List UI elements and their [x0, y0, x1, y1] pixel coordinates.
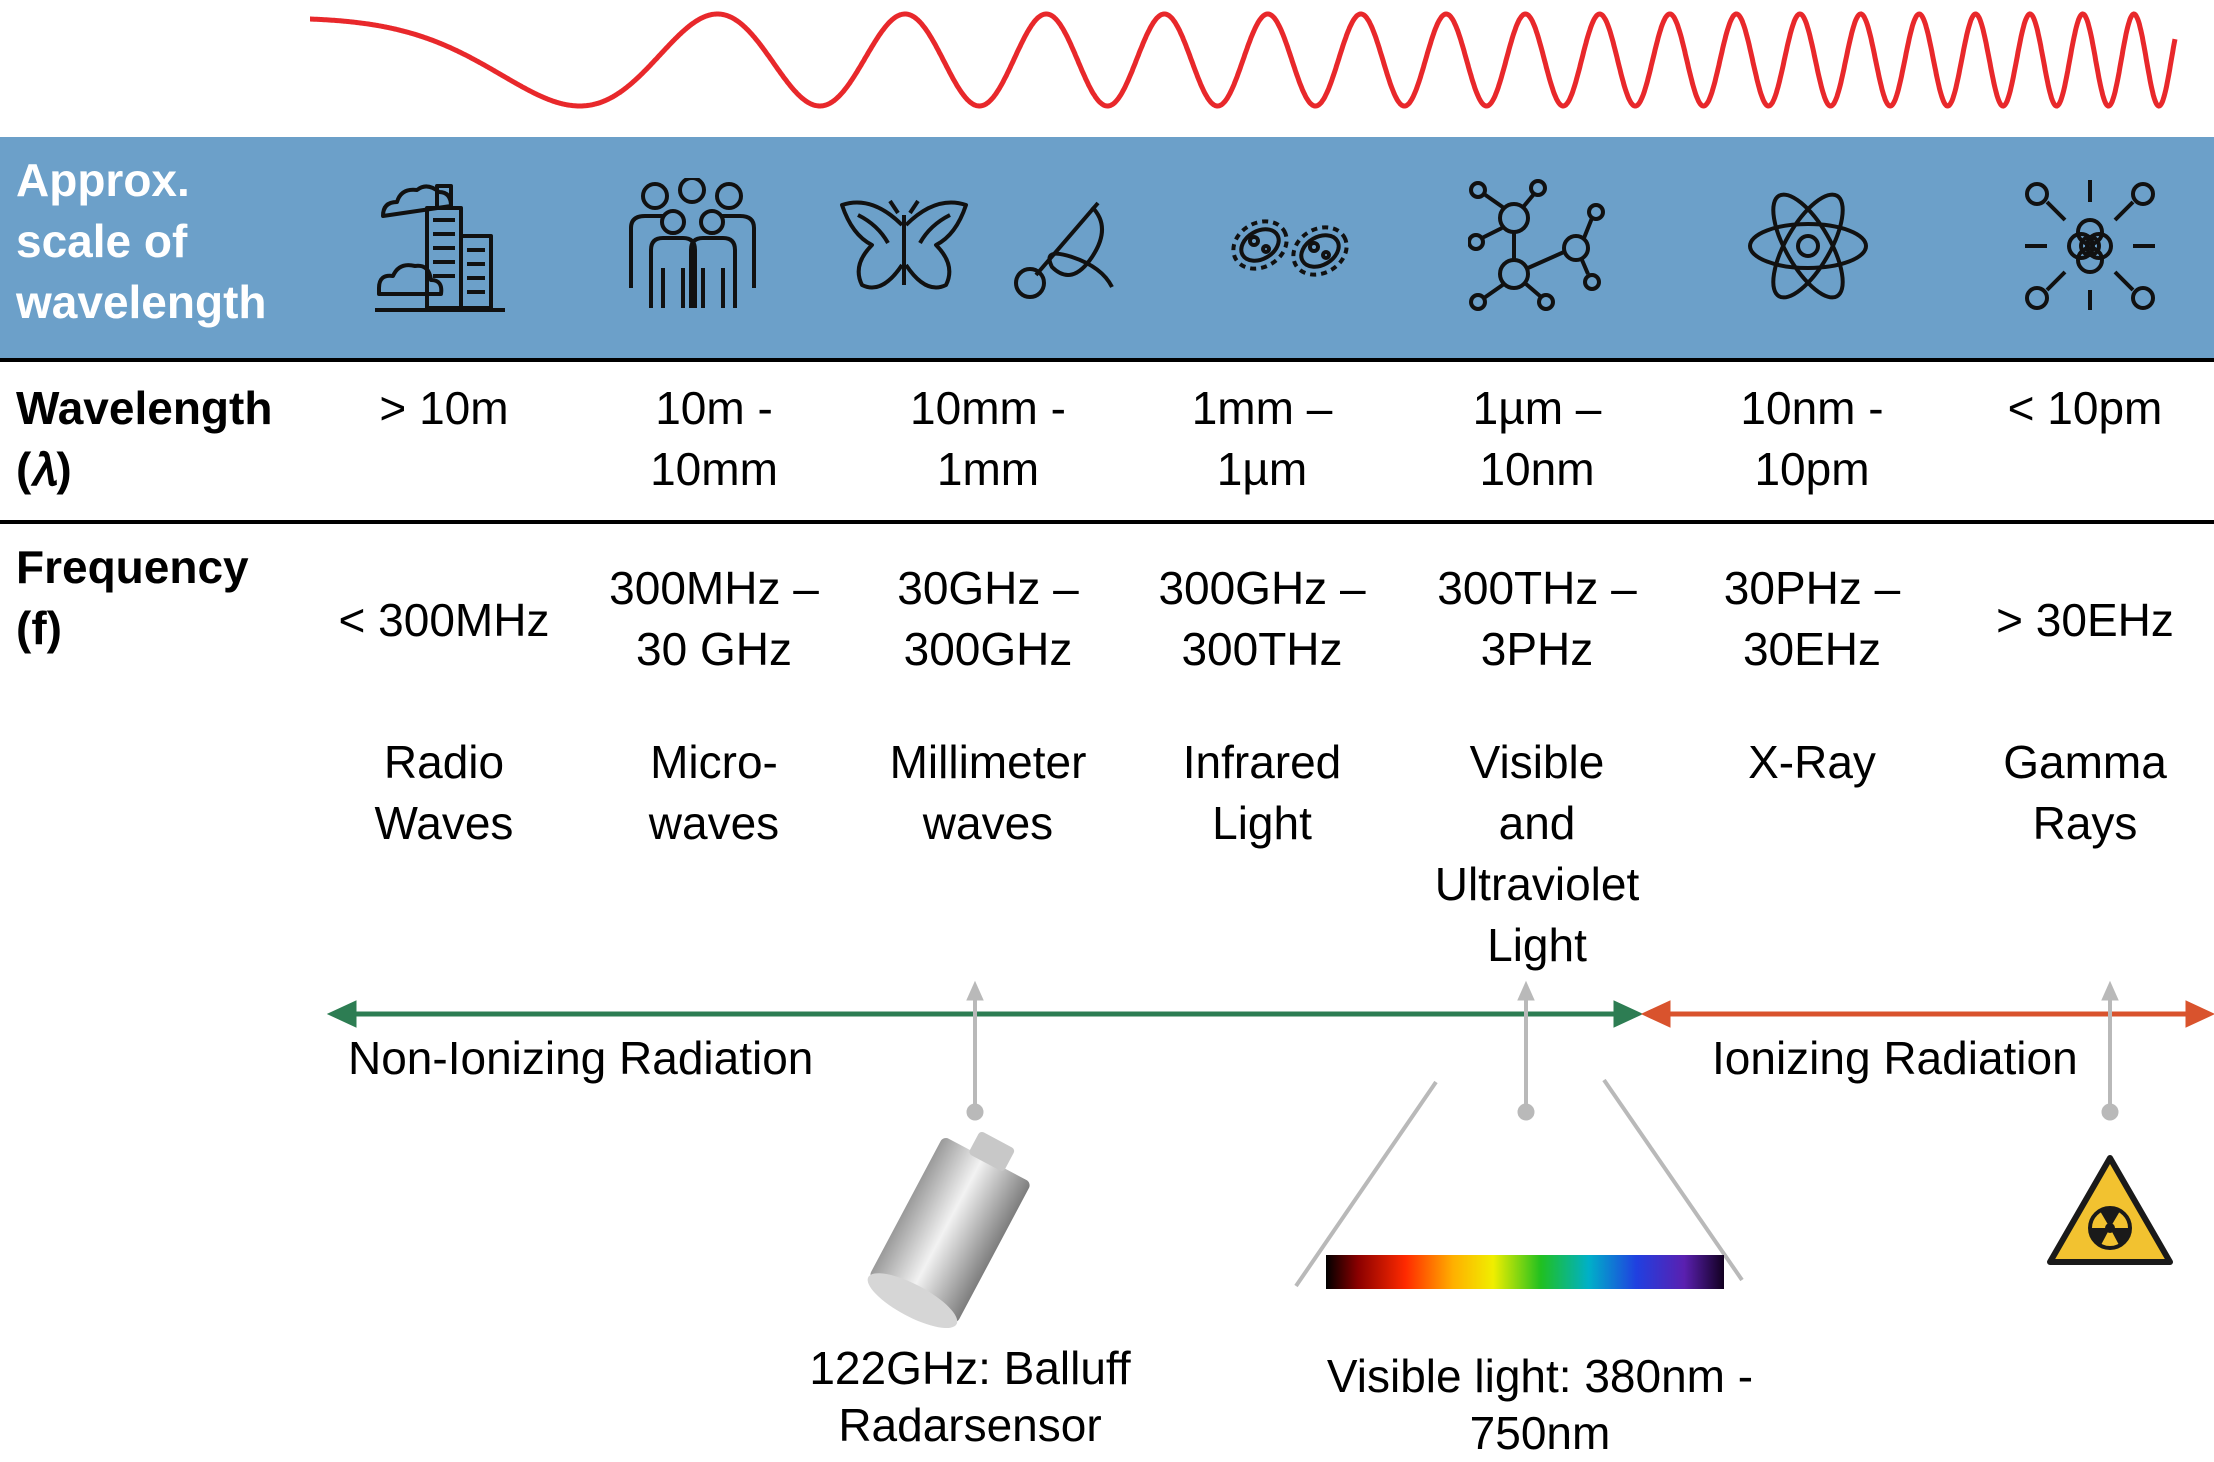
ionizing-label: Ionizing Radiation	[1712, 1032, 2078, 1084]
non-ionizing-label: Non-Ionizing Radiation	[348, 1032, 814, 1084]
wavelength-cell: < 10pm	[2007, 382, 2163, 434]
city-buildings-icon	[375, 178, 505, 313]
frequency-cell: 300MHz – 30 GHz	[609, 562, 819, 675]
wavelength-scale-band	[0, 137, 2214, 359]
wavelength-cell: > 10m	[379, 382, 509, 434]
non-ionizing-arrow-left-head	[326, 1000, 357, 1028]
bacteria-cells-icon	[1222, 205, 1357, 290]
band-name-cell: X-Ray	[1748, 736, 1876, 788]
row-divider	[0, 520, 2214, 524]
wavelength-cell: 10m - 10mm	[650, 382, 778, 495]
ionizing-arrow-left-head	[1640, 1000, 1671, 1028]
radar-caption: 122GHz: Balluff Radarsensor	[809, 1342, 1131, 1451]
frequency-cell: 30GHz – 300GHz	[897, 562, 1079, 675]
people-group-icon	[625, 178, 760, 313]
frequency-wave	[310, 11, 2178, 109]
butterfly-needle-icon	[838, 195, 1118, 305]
visible-pointer	[1294, 980, 1744, 1288]
non-ionizing-arrow-right-head	[1613, 1000, 1644, 1028]
wavelength-cell: 1mm – 1µm	[1191, 382, 1333, 495]
band-name-cell: Visible and Ultraviolet Light	[1434, 736, 1640, 971]
wavelength-row-label: Wavelength (𝜆)	[16, 382, 273, 495]
frequency-cell: 30PHz – 30EHz	[1723, 562, 1901, 675]
band-label: Approx. scale of wavelength	[16, 154, 267, 328]
band-name-cell: Micro- waves	[648, 736, 780, 849]
band-name-cell: Infrared Light	[1182, 736, 1342, 849]
wavelength-cell: 10mm - 1mm	[910, 382, 1066, 495]
radar-sensor-image	[867, 1131, 1030, 1329]
molecule-icon	[1468, 178, 1608, 313]
frequency-cell: 300GHz – 300THz	[1158, 562, 1366, 675]
band-name-cell: Millimeter waves	[889, 736, 1087, 849]
wavelength-cell: 1µm – 10nm	[1472, 382, 1602, 495]
visible-spectrum-bar	[1326, 1255, 1724, 1289]
wavelength-cell: 10nm - 10pm	[1740, 382, 1884, 495]
visible-light-caption: Visible light: 380nm - 750nm	[1326, 1350, 1754, 1459]
frequency-cell: > 30EHz	[1996, 594, 2174, 646]
nucleus-icon	[2025, 180, 2155, 310]
band-name-cell: Gamma Rays	[2003, 736, 2167, 849]
atom-icon	[1746, 178, 1871, 313]
radiation-warning-icon	[2047, 1155, 2173, 1265]
frequency-cell: 300THz – 3PHz	[1437, 562, 1637, 675]
ionizing-arrow-right-head	[2185, 1000, 2214, 1028]
frequency-row-label: Frequency (f)	[16, 541, 249, 654]
frequency-cell: < 300MHz	[338, 594, 550, 646]
radar-pointer	[966, 980, 984, 1121]
band-name-cell: Radio Waves	[374, 736, 514, 849]
gamma-pointer	[2101, 980, 2119, 1121]
header-rule	[0, 358, 2214, 362]
